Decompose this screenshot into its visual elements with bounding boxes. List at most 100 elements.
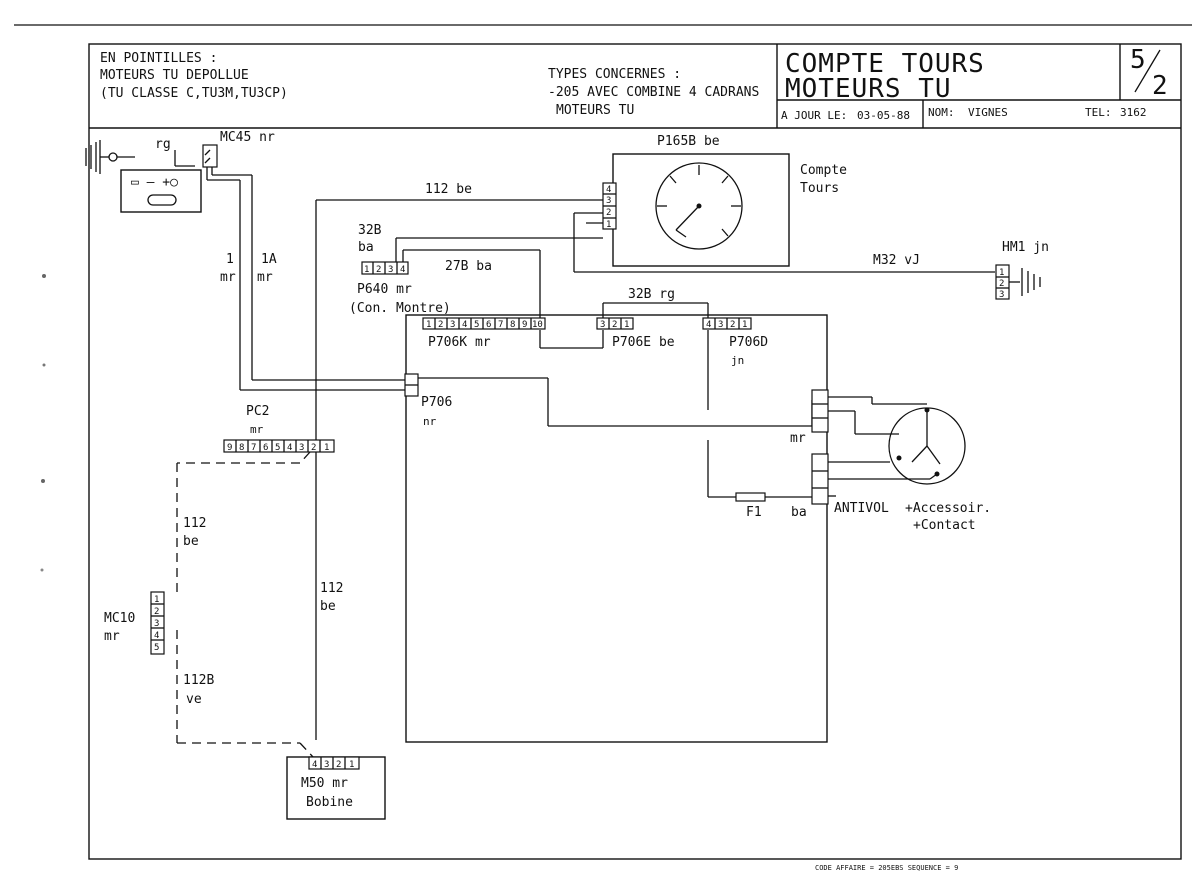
svg-text:1: 1	[426, 320, 431, 330]
wire-32b-rg-label: 32B rg	[628, 287, 675, 302]
mc10-connector: 1 2 3 4 5 MC10 mr	[104, 591, 165, 655]
p706-color: nr	[423, 415, 437, 428]
wire-112be-top: 112 be	[315, 182, 603, 740]
mc45-wire-label: rg	[155, 137, 171, 152]
svg-text:2: 2	[612, 320, 617, 330]
svg-text:3: 3	[388, 265, 393, 275]
svg-text:10: 10	[532, 320, 543, 330]
svg-text:2: 2	[999, 279, 1004, 289]
svg-text:3: 3	[999, 290, 1004, 300]
svg-text:▭ – +○: ▭ – +○	[131, 175, 178, 190]
svg-text:2: 2	[730, 320, 735, 330]
svg-text:1: 1	[364, 265, 369, 275]
svg-text:3: 3	[299, 443, 304, 453]
wire-112-mid-number: 112	[320, 581, 343, 596]
types-line-2: -205 AVEC COMBINE 4 CADRANS	[548, 85, 759, 100]
compte-tours-label-2: Tours	[800, 181, 839, 196]
antivol-connectors: mr	[790, 389, 829, 505]
pc2-label: PC2	[246, 404, 269, 419]
mc10-color: mr	[104, 629, 120, 644]
p706k-connector: 1 2 3 4 5 6 7 8 9 10 P706K mr	[422, 317, 546, 350]
date-value: 03-05-88	[857, 109, 910, 122]
svg-text:3: 3	[450, 320, 455, 330]
svg-text:4: 4	[154, 631, 159, 641]
fuse-f1: F1 ba	[735, 492, 807, 520]
f1-color: ba	[791, 505, 807, 520]
svg-text:7: 7	[251, 443, 256, 453]
date-label: A JOUR LE:	[781, 109, 847, 122]
p165b-pin-4: 4	[606, 185, 611, 195]
antivol-color: mr	[790, 431, 806, 446]
svg-text:4: 4	[706, 320, 711, 330]
svg-text:5: 5	[275, 443, 280, 453]
p706d-connector: 4 3 2 1 P706D jn	[702, 317, 768, 367]
tel-label: TEL:	[1085, 106, 1112, 119]
ground-left	[85, 140, 118, 174]
scan-marks	[40, 274, 46, 572]
p165b-connector: 4 3 2 1	[602, 182, 617, 230]
svg-text:1: 1	[999, 268, 1004, 278]
p640-label: P640 mr	[357, 282, 412, 297]
svg-text:1: 1	[742, 320, 747, 330]
svg-text:1: 1	[349, 760, 354, 770]
p165b-label: P165B be	[657, 134, 720, 149]
svg-text:2: 2	[154, 607, 159, 617]
wire-112-left-number: 112	[183, 516, 206, 531]
p706k-label: P706K mr	[428, 335, 491, 350]
svg-text:1: 1	[624, 320, 629, 330]
bobine-label: Bobine	[306, 795, 353, 810]
pc2-connector: 9 8 7 6 5 4 3 2 1 PC2 mr	[223, 404, 335, 453]
internal-wires	[707, 330, 813, 498]
svg-text:3: 3	[324, 760, 329, 770]
dashed-wires: 112 be 112B ve	[176, 451, 314, 758]
antivol-label: ANTIVOL	[834, 501, 889, 516]
p165b-pin-1: 1	[606, 220, 611, 230]
svg-text:4: 4	[287, 443, 292, 453]
p706d-color: jn	[731, 354, 744, 367]
p165b-tachometer: P165B be Compte Tours	[612, 134, 847, 267]
p640-desc: (Con. Montre)	[349, 301, 451, 316]
svg-text:4: 4	[312, 760, 317, 770]
title-line-1: COMPTE TOURS	[785, 49, 985, 79]
nom-label: NOM:	[928, 106, 955, 119]
svg-text:1: 1	[324, 443, 329, 453]
antivol-switch: ANTIVOL +Accessoir. +Contact	[828, 396, 991, 533]
compte-tours-label-1: Compte	[800, 163, 847, 178]
title-block: COMPTE TOURS MOTEURS TU 5 2 A JOUR LE: 0…	[776, 44, 1181, 128]
main-module-box	[405, 314, 828, 743]
wire-1a-color: mr	[257, 270, 273, 285]
wire-m32: M32 vJ	[573, 212, 995, 273]
types-line-3: MOTEURS TU	[556, 103, 634, 118]
svg-text:4: 4	[400, 265, 405, 275]
m50-label: M50 mr	[301, 776, 348, 791]
wire-112be-top-label: 112 be	[425, 182, 472, 197]
svg-text:8: 8	[510, 320, 515, 330]
wires-1-1a: 1 mr 1A mr	[206, 167, 405, 391]
svg-text:1: 1	[154, 595, 159, 605]
nom-value: VIGNES	[968, 106, 1008, 119]
accessoir-label: +Accessoir.	[905, 501, 991, 516]
sheet-number: 5	[1130, 45, 1147, 75]
f1-label: F1	[746, 505, 762, 520]
mc10-label: MC10	[104, 611, 135, 626]
wire-112b-color: ve	[186, 692, 202, 707]
p706-connector: P706 nr	[404, 373, 812, 428]
svg-text:2: 2	[376, 265, 381, 275]
hm1-ground: 1 2 3 HM1 jn	[995, 240, 1049, 300]
contact-label: +Contact	[913, 518, 976, 533]
svg-text:8: 8	[239, 443, 244, 453]
sheet-total: 2	[1152, 71, 1169, 101]
wire-m32-label: M32 vJ	[873, 253, 920, 268]
m50-bobine: 4 3 2 1 M50 mr Bobine	[286, 756, 386, 820]
svg-text:2: 2	[336, 760, 341, 770]
svg-text:9: 9	[522, 320, 527, 330]
wire-112b-number: 112B	[183, 673, 214, 688]
wire-112-left-color: be	[183, 534, 199, 549]
wire-1-color: mr	[220, 270, 236, 285]
p165b-pin-2: 2	[606, 208, 611, 218]
hm1-label: HM1 jn	[1002, 240, 1049, 255]
svg-text:9: 9	[227, 443, 232, 453]
wire-27b-label: 27B ba	[445, 259, 492, 274]
